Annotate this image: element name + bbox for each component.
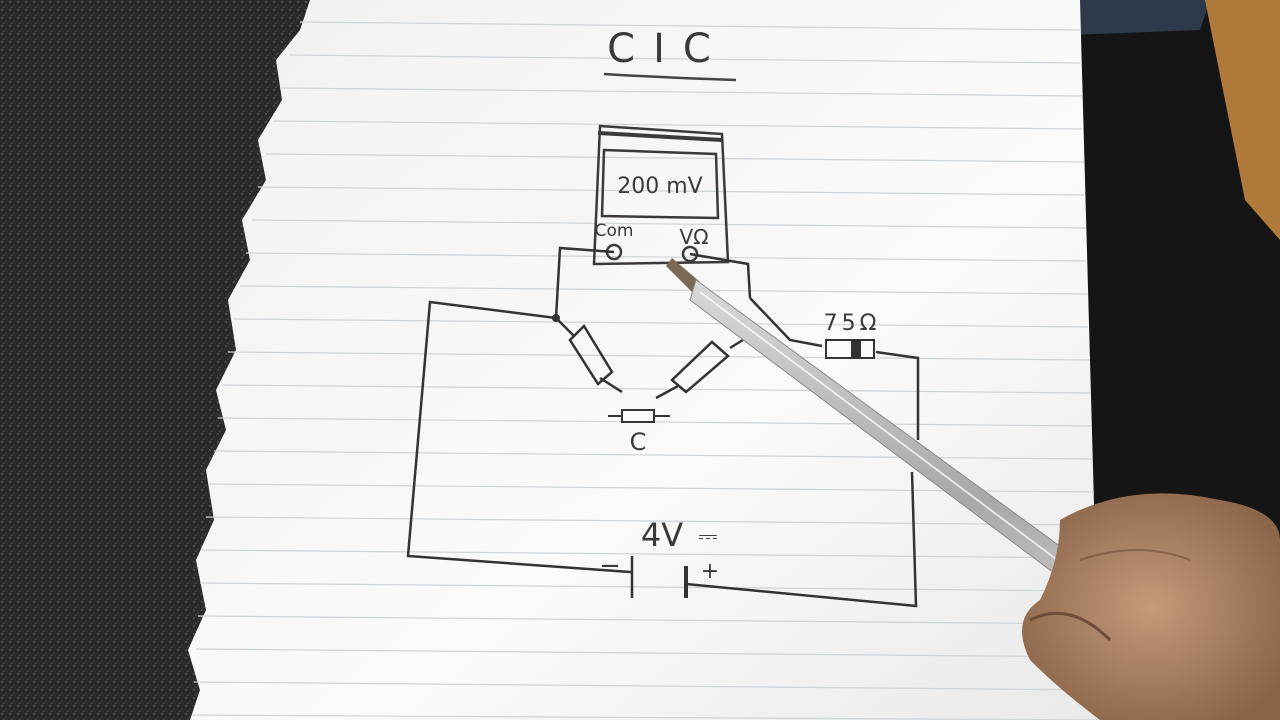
- device-edge: [1060, 0, 1210, 35]
- title-underline: [603, 72, 737, 82]
- v-ohm-port-label: VΩ: [680, 225, 709, 249]
- com-port-label: Com: [595, 221, 634, 241]
- battery-positive: +: [701, 559, 719, 584]
- battery-symbol: [630, 556, 688, 598]
- page-title: CIC: [607, 26, 729, 72]
- component-label: C: [630, 428, 647, 456]
- dc-symbol: ⎓: [698, 522, 717, 550]
- component-c: [608, 409, 670, 423]
- multimeter-display: 200 mV: [617, 174, 702, 199]
- wooden-object: [1205, 0, 1280, 240]
- battery-negative: −: [599, 551, 621, 581]
- multimeter-screen: [600, 148, 720, 220]
- resistor-75-ohm: [825, 339, 875, 359]
- ruled-lines: [191, 21, 1101, 720]
- probe-left: [555, 317, 623, 394]
- notebook-page: [188, 0, 1100, 720]
- circuit-wires: [406, 246, 920, 608]
- hand: [1022, 493, 1280, 720]
- battery-voltage: 4V: [641, 516, 683, 554]
- resistor-label: 75Ω: [824, 311, 881, 336]
